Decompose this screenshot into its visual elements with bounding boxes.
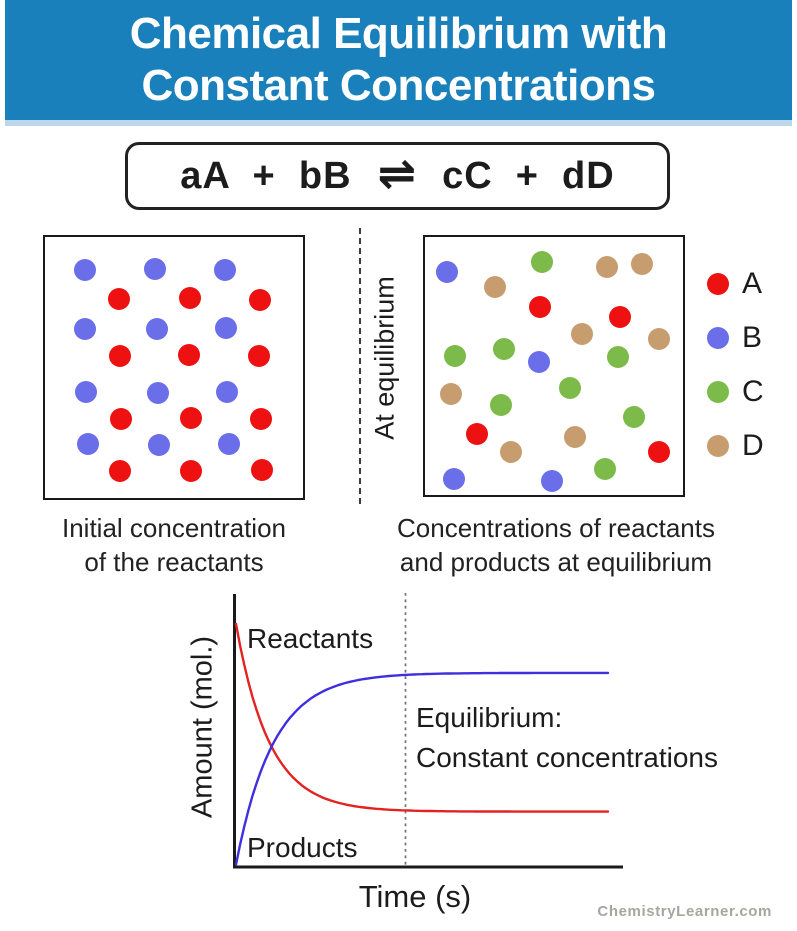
particle-a [109, 345, 131, 367]
particle-b [74, 318, 96, 340]
particle-a [609, 306, 631, 328]
equation-box: aA + bB ⇌ cC + dD [125, 142, 670, 210]
particle-b [144, 258, 166, 280]
particle-a [178, 344, 200, 366]
particle-b [77, 433, 99, 455]
particle-c [607, 346, 629, 368]
particle-d [484, 276, 506, 298]
particle-d [500, 441, 522, 463]
particle-a [251, 459, 273, 481]
particle-c [594, 458, 616, 480]
equilibrium-arrows-icon: ⇌ [377, 146, 417, 200]
equilibrium-mixture-box [423, 235, 685, 497]
particle-c [623, 406, 645, 428]
page-title-line1: Chemical Equilibrium with [129, 9, 668, 58]
particle-d [596, 256, 618, 278]
legend-item-C: C [707, 375, 764, 408]
page-title-line2: Constant Concentrations [141, 61, 656, 110]
annotation-line1: Equilibrium: [416, 702, 563, 733]
particle-a [249, 289, 271, 311]
annotation-line2: Constant concentrations [416, 742, 718, 773]
watermark: ChemistryLearner.com [597, 903, 772, 920]
legend-item-D: D [707, 429, 764, 462]
particle-b [218, 433, 240, 455]
particle-a [108, 288, 130, 310]
legend-label-D: D [742, 429, 764, 462]
legend-item-A: A [707, 267, 764, 300]
left-caption-line2: of the reactants [84, 547, 264, 577]
left-caption-line1: Initial concentration [61, 513, 287, 543]
legend-label-A: A [742, 267, 763, 300]
particle-b [215, 317, 237, 339]
reactants-curve-label: Reactants [247, 623, 374, 654]
particle-b [146, 318, 168, 340]
legend-label-C: C [742, 375, 764, 408]
particle-a [466, 423, 488, 445]
right-caption-line1: Concentrations of reactants [397, 513, 715, 543]
legend-label-B: B [742, 321, 763, 354]
particle-c [444, 345, 466, 367]
legend-dot-D [707, 435, 729, 457]
particle-b [216, 381, 238, 403]
particle-c [559, 377, 581, 399]
y-axis-label: Amount (mol.) [186, 635, 219, 819]
particle-a [250, 408, 272, 430]
initial-reactants-box [43, 235, 305, 500]
particle-d [631, 253, 653, 275]
title-banner: Chemical Equilibrium with Constant Conce… [5, 0, 792, 120]
at-equilibrium-label: At equilibrium [369, 276, 400, 440]
particle-b [214, 259, 236, 281]
legend-dot-C [707, 381, 729, 403]
particle-d [571, 323, 593, 345]
left-box-caption: Initial concentration of the reactants [20, 511, 328, 579]
particle-b [436, 261, 458, 283]
particle-c [493, 338, 515, 360]
particle-b [74, 259, 96, 281]
equation-reactants: aA + bB [180, 154, 352, 197]
banner-underline [5, 120, 792, 126]
particle-b [541, 470, 563, 492]
particle-a [109, 460, 131, 482]
equilibrium-divider-line [359, 228, 361, 508]
particle-a [180, 460, 202, 482]
equilibrium-annotation: Equilibrium: Constant concentrations [416, 698, 718, 778]
particle-b [147, 382, 169, 404]
legend-item-B: B [707, 321, 764, 354]
particle-d [440, 383, 462, 405]
particle-b [148, 434, 170, 456]
right-caption-line2: and products at equilibrium [399, 547, 713, 577]
particle-a [110, 408, 132, 430]
legend-dot-A [707, 273, 729, 295]
legend-dot-B [707, 327, 729, 349]
particle-a [180, 407, 202, 429]
equation-products: cC + dD [442, 154, 615, 197]
particle-c [531, 251, 553, 273]
particle-b [443, 468, 465, 490]
particle-b [528, 351, 550, 373]
particle-c [490, 394, 512, 416]
particle-d [564, 426, 586, 448]
particle-a [248, 345, 270, 367]
x-axis-label: Time (s) [358, 879, 472, 914]
products-curve-label: Products [247, 832, 358, 863]
right-box-caption: Concentrations of reactants and products… [376, 511, 736, 579]
particle-b [75, 381, 97, 403]
particle-a [179, 287, 201, 309]
particle-a [648, 441, 670, 463]
particle-d [648, 328, 670, 350]
particle-a [529, 296, 551, 318]
